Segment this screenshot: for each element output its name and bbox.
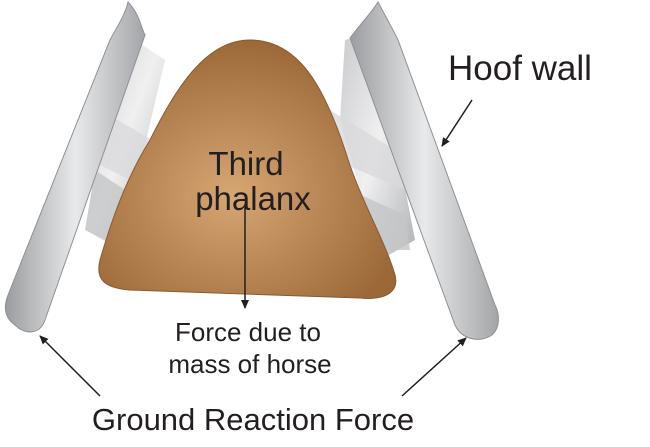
third-phalanx-label-line1: Third [208, 145, 283, 182]
ground-reaction-arrow-left [39, 335, 101, 397]
third-phalanx-label-line2: phalanx [195, 180, 311, 217]
ground-reaction-arrow-right [401, 337, 467, 397]
ground-reaction-label: Ground Reaction Force [92, 402, 414, 437]
hoof-wall-arrow [441, 99, 473, 147]
hoof-wall-right [349, 0, 499, 340]
force-label-line2: mass of horse [168, 349, 331, 379]
hoof-wall-label: Hoof wall [448, 49, 592, 88]
force-label-line1: Force due to [175, 317, 321, 347]
hoof-wall-left [4, 0, 146, 333]
third-phalanx-bone [98, 39, 397, 299]
